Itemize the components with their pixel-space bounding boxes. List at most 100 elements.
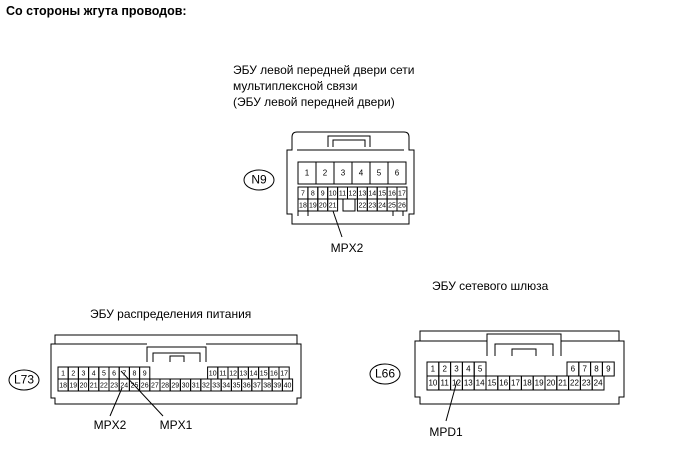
- l73-row1-right-pin-label: 14: [250, 370, 258, 377]
- l66-row1-right-pin-label: 6: [571, 365, 576, 374]
- l73-row1-right-pin-label: 11: [219, 370, 226, 377]
- n9-row1-pin-label: 5: [377, 169, 382, 178]
- n9-row2-pin-label: 16: [388, 190, 396, 197]
- n9-row3-left-pin-label: 18: [299, 202, 307, 209]
- l73-row1-left-pin-label: 9: [143, 370, 147, 377]
- l73-row2-pin-label: 24: [120, 382, 128, 389]
- n9-row2-pin-label: 7: [301, 190, 305, 197]
- l66-row2-pin-label: 21: [558, 379, 567, 388]
- l73-latch-outer: [146, 346, 207, 362]
- page-header: Со стороны жгута проводов:: [6, 4, 187, 18]
- l66-row1-left-pin-label: 3: [454, 365, 459, 374]
- n9-row2-pin-label: 8: [311, 190, 315, 197]
- l73-row2-pin-label: 21: [90, 382, 98, 389]
- l73-row1-left-pin-label: 1: [61, 370, 65, 377]
- n9-row2-pin-label: 17: [398, 190, 406, 197]
- n9-row2-pin-label: 12: [349, 190, 357, 197]
- l66-housing: [414, 330, 625, 405]
- l73-row2-pin-cell: [281, 378, 294, 392]
- l73-mpx2-label: MPX2: [94, 418, 127, 432]
- l66-row2-pin-label: 15: [487, 379, 496, 388]
- n9-row2-pin-label: 13: [358, 190, 366, 197]
- l73-row2-pin-label: 32: [202, 382, 210, 389]
- l73-row1-right-pin-label: 15: [260, 370, 268, 377]
- l66-row1-left-pin-label: 2: [442, 365, 447, 374]
- l66-row1-right-pin-cell: [601, 361, 615, 377]
- n9-row3-right-pin-label: 22: [358, 202, 366, 209]
- l73-mpx1-label: MPX1: [160, 418, 193, 432]
- l73-row2-pin-label: 40: [284, 382, 292, 389]
- l73-row1-left-pin-label: 2: [71, 370, 75, 377]
- l66-row2-pin-label: 18: [523, 379, 532, 388]
- l73-row1-right-pin-label: 10: [209, 370, 217, 377]
- l73-row2-pin-label: 28: [161, 382, 169, 389]
- l66-row1-right-pin-label: 9: [606, 365, 611, 374]
- n9-lock-tabs: [297, 210, 404, 216]
- l66-row1-left-pin-label: 4: [466, 365, 471, 374]
- n9-row3-right-pin-label: 23: [368, 202, 376, 209]
- n9-title-line-2: мультиплексной связи: [233, 79, 358, 93]
- l73-row1-left-pin-label: 6: [112, 370, 116, 377]
- n9-title-line-3: (ЭБУ левой передней двери): [233, 95, 395, 109]
- n9-row1-pin-cell: [387, 161, 407, 185]
- l73-row1-right-pin-label: 16: [270, 370, 278, 377]
- n9-latch-inner: [332, 139, 366, 147]
- l73-row1-right-pin-label: 17: [280, 370, 288, 377]
- l73-row2-pin-label: 39: [273, 382, 281, 389]
- l66-row2-pin-label: 16: [499, 379, 508, 388]
- l73-row1-left-pin-label: 3: [82, 370, 86, 377]
- n9-row3-left-pin-label: 20: [319, 202, 327, 209]
- l66-latch-notch: [511, 348, 537, 356]
- n9-row1-pin-label: 1: [305, 169, 310, 178]
- l66-row1-right-pin-label: 7: [582, 365, 587, 374]
- l73-row2-pin-label: 38: [263, 382, 271, 389]
- l73-badge-oval: [8, 369, 40, 391]
- l73-mpx1-leader: [120, 370, 164, 417]
- n9-row1-pin-label: 3: [341, 169, 346, 178]
- l73-row1-right-pin-label: 12: [229, 370, 237, 377]
- l73-latch-notch: [169, 355, 185, 362]
- l73-row2-pin-label: 26: [141, 382, 149, 389]
- l66-mpd1-label: MPD1: [429, 425, 463, 439]
- l73-row2-pin-label: 23: [110, 382, 118, 389]
- l73-row2-pin-label: 37: [253, 382, 261, 389]
- l73-row2-pin-label: 19: [69, 382, 77, 389]
- l73-row2-pin-label: 31: [192, 382, 200, 389]
- n9-row3-right-pin-label: 25: [388, 202, 396, 209]
- l66-row2-pin-label: 14: [476, 379, 485, 388]
- l73-row2-pin-label: 20: [80, 382, 88, 389]
- n9-housing: [286, 131, 415, 225]
- l66-row2-pin-label: 20: [546, 379, 555, 388]
- l73-row2-pin-label: 22: [100, 382, 108, 389]
- l66-row2-pin-cell: [591, 375, 605, 391]
- n9-row3-right-pin-label: 26: [398, 202, 406, 209]
- l66-row1-right-pin-label: 8: [594, 365, 599, 374]
- l73-row2-pin-label: 18: [59, 382, 67, 389]
- n9-row2-pin-label: 15: [378, 190, 386, 197]
- n9-row1-pin-label: 2: [323, 169, 328, 178]
- l73-row2-pin-label: 36: [243, 382, 251, 389]
- l73-row2-pin-label: 30: [182, 382, 190, 389]
- l66-row2-pin-label: 13: [464, 379, 473, 388]
- n9-row1-pin-label: 4: [359, 169, 364, 178]
- l66-latch-inner: [494, 343, 554, 356]
- n9-mpx2-leader: [332, 210, 343, 238]
- l66-row2-pin-label: 22: [570, 379, 579, 388]
- l73-row1-left-pin-label: 5: [102, 370, 106, 377]
- l66-row2-pin-label: 19: [535, 379, 544, 388]
- l73-title: ЭБУ распределения питания: [90, 307, 252, 321]
- n9-row3-left-pin-label: 21: [329, 202, 337, 209]
- l66-row1-left-pin-label: 5: [478, 365, 483, 374]
- n9-title-line-1: ЭБУ левой передней двери сети: [233, 63, 415, 77]
- n9-row2-pin-label: 14: [368, 190, 376, 197]
- l66-badge-label: L66: [375, 367, 395, 381]
- l66-row2-pin-label: 10: [428, 379, 437, 388]
- n9-key-slot: [342, 198, 356, 212]
- l66-row1-left-pin-label: 1: [431, 365, 436, 374]
- n9-row3-right-pin-label: 24: [378, 202, 386, 209]
- l66-row2-pin-label: 24: [594, 379, 603, 388]
- l73-row2-pin-label: 34: [222, 382, 230, 389]
- l73-row1-left-pin-label: 4: [92, 370, 96, 377]
- l73-mpx2-leader: [109, 387, 123, 417]
